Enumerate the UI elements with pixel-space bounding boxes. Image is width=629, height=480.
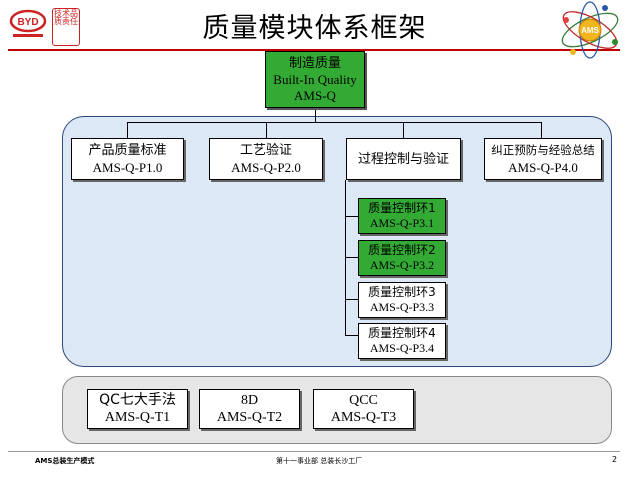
top-box-subtitle: Built-In Quality [273,71,357,87]
pillar-code: AMS-Q-P1.0 [92,160,163,175]
control-loop-4: 质量控制环4 AMS-Q-P3.4 [358,323,446,359]
quality-seal: 技术品质责任 [52,8,80,46]
pillar-process-control: 过程控制与验证 [346,138,461,180]
tool-name: QCC [349,393,378,408]
loop-code: AMS-Q-P3.2 [369,258,435,272]
pillar-code: AMS-Q-P2.0 [231,160,301,175]
tool-name: QC七大手法 [99,392,176,408]
tool-8d: 8D AMS-Q-T2 [199,389,300,429]
header-divider [8,49,620,51]
connector-line [345,335,358,336]
loop-name: 质量控制环4 [368,326,436,340]
connector-line [127,122,541,123]
pillar-name: 工艺验证 [239,143,292,158]
connector-line [266,122,267,138]
connector-line [541,122,542,138]
connector-line [345,299,358,300]
ams-logo: AMS [557,0,623,60]
top-box-code: AMS-Q [294,87,336,103]
pillar-process-validation: 工艺验证 AMS-Q-P2.0 [209,138,323,180]
pillar-code: AMS-Q-P4.0 [508,160,578,175]
control-loop-1: 质量控制环1 AMS-Q-P3.1 [358,198,446,234]
control-loop-3: 质量控制环3 AMS-Q-P3.3 [358,282,446,318]
connector-line [345,257,358,258]
tool-qc-seven: QC七大手法 AMS-Q-T1 [87,389,188,429]
connector-line [345,216,358,217]
footer-center-text: 第十一事业部 总装长沙工厂 [276,457,363,465]
loop-name: 质量控制环1 [368,201,436,215]
tool-qcc: QCC AMS-Q-T3 [313,389,414,429]
footer-left-text: AMS总装生产模式 [35,457,95,465]
pillar-name: 纠正预防与经验总结 [491,143,595,157]
pillar-corrective-action: 纠正预防与经验总结 AMS-Q-P4.0 [484,138,602,180]
connector-line [127,122,128,138]
footer-divider [8,451,620,452]
tool-code: AMS-Q-T3 [330,410,397,425]
built-in-quality-box: 制造质量 Built-In Quality AMS-Q [265,51,365,108]
ams-logo-text: AMS [581,26,599,35]
pillar-name: 产品质量标准 [88,143,167,158]
seal-text: 技术品质责任 [54,9,78,26]
pillar-name: 过程控制与验证 [357,151,449,167]
page-title: 质量模块体系框架 [202,13,427,44]
loop-code: AMS-Q-P3.4 [369,341,435,355]
loop-name: 质量控制环3 [368,285,436,299]
page-number: 2 [612,455,618,464]
loop-name: 质量控制环2 [368,243,436,257]
connector-line [403,122,404,138]
tool-name: 8D [240,393,259,408]
control-loop-2: 质量控制环2 AMS-Q-P3.2 [358,240,446,276]
tool-code: AMS-Q-T1 [104,410,171,425]
tool-code: AMS-Q-T2 [216,410,283,425]
loop-code: AMS-Q-P3.1 [369,216,435,230]
connector-line [315,108,316,122]
loop-code: AMS-Q-P3.3 [369,300,435,314]
top-box-title: 制造质量 [288,55,341,71]
byd-logo-text: BYD [17,17,38,28]
byd-logo: BYD [9,8,47,41]
pillar-product-quality-standard: 产品质量标准 AMS-Q-P1.0 [71,138,184,180]
